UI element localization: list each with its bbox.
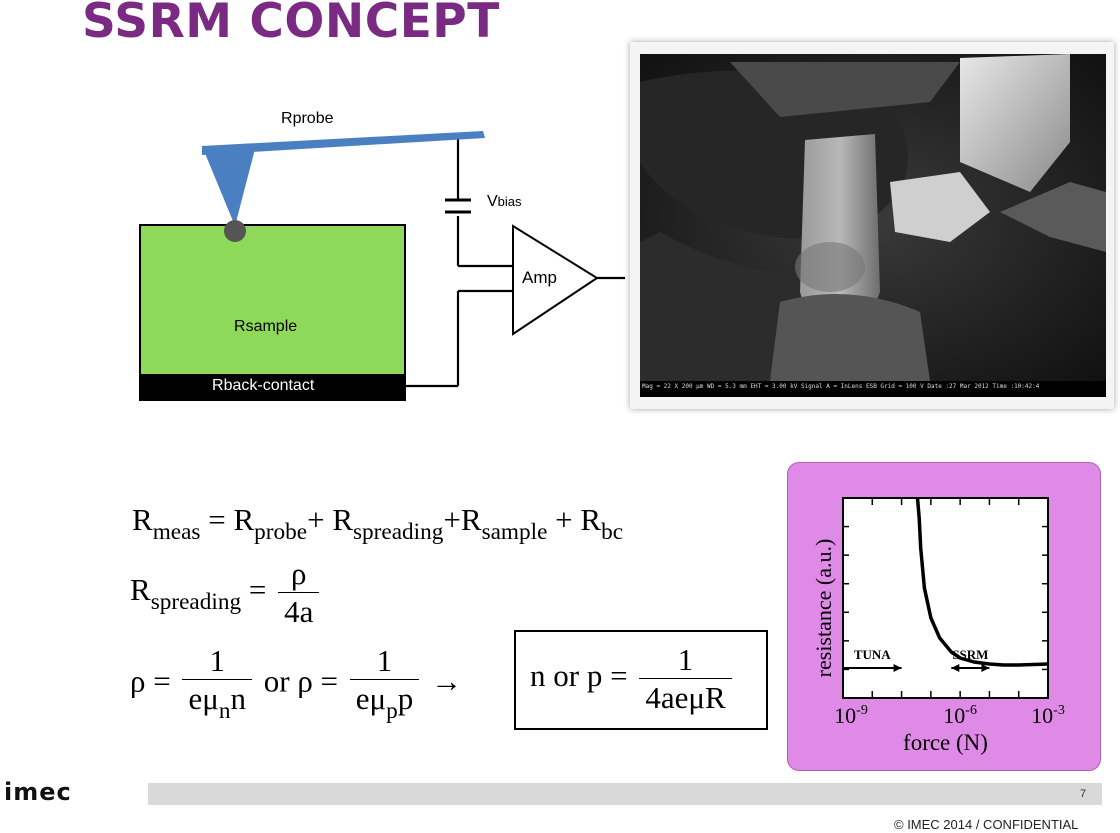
probe-tip (202, 146, 255, 226)
r-sample-label: Rsample (234, 318, 298, 335)
sem-image-frame: Mag = 22 X 200 µm WD = 5.3 mm EHT = 3.00… (630, 42, 1114, 409)
arrow-head (951, 664, 960, 672)
arrow-head (981, 664, 990, 672)
annotation-label-ssrm: SSRM (952, 647, 988, 662)
sample-block (139, 224, 406, 376)
footer-bar (148, 783, 1102, 805)
x-tick-label: 10-3 (1031, 703, 1065, 728)
amp-label: Amp (522, 268, 557, 287)
equation-r-meas: Rmeas = Rprobe+ Rspreading+Rsample + Rbc (132, 502, 624, 545)
slide-title: SSRM CONCEPT (82, 0, 500, 49)
probe-cantilever (202, 131, 485, 155)
ssrm-schematic (139, 131, 625, 401)
x-tick-label: 10-9 (834, 703, 868, 728)
circuit-wires (405, 138, 625, 388)
tip-contact-dot (224, 220, 246, 242)
r-probe-label: Rprobe (281, 110, 334, 127)
x-axis-label: force (N) (903, 730, 988, 755)
back-contact-bar (139, 375, 406, 401)
amplifier-symbol (512, 224, 599, 336)
sem-micrograph (640, 54, 1106, 397)
resistance-curve (915, 497, 1049, 667)
copyright-notice: © IMEC 2014 / CONFIDENTIAL (894, 817, 1079, 832)
page-number: 7 (1080, 788, 1087, 800)
imec-logo: imec (4, 778, 72, 806)
annotation-label-tuna: TUNA (854, 647, 891, 662)
resistance-force-chart-panel: TUNA SSRM 10-9 10-6 10-3 force (N) resistance … (787, 462, 1101, 771)
y-axis-label: resistance (a.u.) (811, 539, 836, 678)
arrow-head (893, 664, 902, 672)
v-bias-label: Vbias (487, 193, 522, 210)
resistance-force-chart: TUNA SSRM 10-9 10-6 10-3 force (N) resistance … (811, 497, 1065, 755)
x-tick-label: 10-6 (943, 703, 977, 728)
sem-info-bar: Mag = 22 X 200 µm WD = 5.3 mm EHT = 3.00… (642, 383, 1040, 390)
r-back-contact-label: Rback-contact (212, 377, 315, 394)
